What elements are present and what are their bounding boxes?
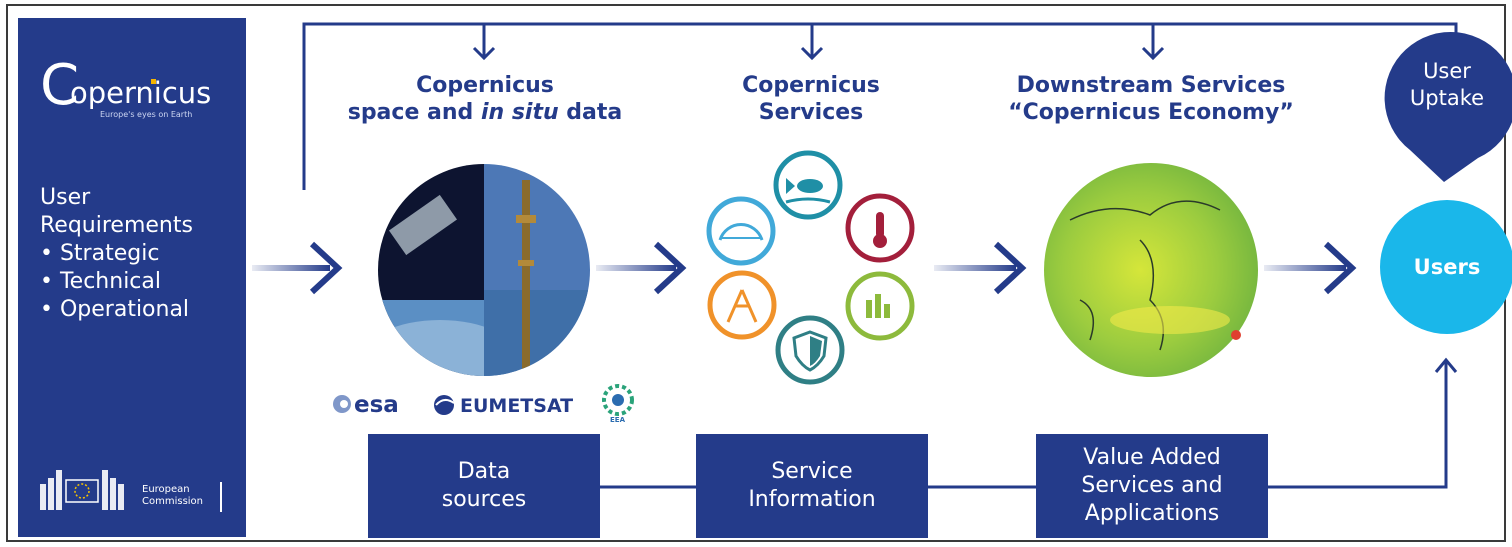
value-added-line2: Services and: [1081, 473, 1223, 498]
downstream-title-line1: Downstream Services: [1016, 73, 1286, 98]
eumetsat-label: EUMETSAT: [460, 395, 574, 417]
ec-divider: [220, 482, 222, 512]
globe-image: [1044, 163, 1258, 377]
data-title-in-situ: in situ: [480, 100, 559, 125]
service-info-line2: Information: [748, 487, 876, 512]
data-title-line1: Copernicus: [416, 73, 554, 98]
sidebar-panel: [18, 18, 246, 537]
flow-arrow-3: [934, 241, 1027, 295]
users-label: Users: [1413, 255, 1481, 279]
fish-icon: [773, 150, 843, 220]
flow-arrow-2: [596, 241, 687, 295]
requirements-title-2: Requirements: [40, 213, 193, 238]
land-icon: [845, 271, 915, 341]
service-info-line1: Service: [771, 459, 853, 484]
esa-label: esa: [354, 392, 399, 418]
space-insitu-image: [378, 164, 590, 376]
flow-arrow-4: [1264, 241, 1357, 295]
user-uptake-bubble: [1384, 32, 1512, 182]
user-uptake-line2: Uptake: [1409, 86, 1485, 110]
services-title-line2: Services: [758, 100, 864, 125]
emergency-icon: [707, 270, 777, 340]
eumetsat-mark-icon: [434, 395, 455, 415]
downstream-title-line2: “Copernicus Economy”: [1008, 100, 1294, 125]
requirement-technical: • Technical: [40, 269, 161, 294]
thermometer-icon: [845, 193, 915, 263]
feedback-arrow-1: [472, 24, 496, 61]
eea-mark-icon: [602, 384, 634, 416]
logo-word: opernicus: [70, 76, 212, 110]
data-sources-line2: sources: [441, 487, 527, 512]
esa-logo: esa: [330, 392, 399, 418]
ec-label: European Commission: [142, 484, 203, 508]
users-circle: Users: [1380, 200, 1512, 334]
eea-label: EEA: [610, 416, 625, 424]
requirement-operational: • Operational: [40, 297, 190, 322]
requirement-strategic: • Strategic: [40, 241, 160, 266]
feedback-arrow-3: [1141, 24, 1165, 61]
data-sources-line1: Data: [457, 459, 511, 484]
data-column-title: Copernicus space and in situ data: [338, 72, 632, 126]
services-title-line1: Copernicus: [742, 73, 880, 98]
downstream-column-title: Downstream Services “Copernicus Economy”: [996, 72, 1306, 126]
atmosphere-icon: [706, 196, 776, 266]
ec-label-2: Commission: [142, 496, 204, 507]
ec-building-icon: [40, 470, 124, 510]
data-title-part-a: space and: [347, 100, 481, 125]
data-title-line2: space and in situ data: [338, 99, 632, 126]
data-sources-box: Data sources: [368, 434, 600, 538]
eumetsat-logo: EUMETSAT: [432, 394, 573, 417]
requirements-title-1: User: [40, 185, 91, 210]
security-shield-icon: [775, 315, 845, 385]
copernicus-logo: C opernicus Europe's eyes on Earth: [40, 56, 230, 122]
service-information-box: Service Information: [696, 434, 928, 538]
feedback-loop-line: [302, 22, 1458, 190]
services-column-title: Copernicus Services: [720, 72, 902, 126]
flow-arrow-1: [252, 241, 343, 295]
european-commission-logo: European Commission: [40, 462, 230, 512]
feedback-arrow-2: [800, 24, 824, 61]
logo-dot: [151, 79, 156, 84]
value-added-box: Value Added Services and Applications: [1036, 434, 1268, 538]
esa-mark-icon: [333, 395, 351, 413]
logo-letter: C: [40, 53, 80, 118]
users-return-arrowhead: [1434, 357, 1458, 373]
value-added-line1: Value Added: [1083, 445, 1221, 470]
data-title-part-c: data: [558, 100, 623, 125]
user-uptake-label: User Uptake: [1382, 58, 1512, 112]
logo-tagline: Europe's eyes on Earth: [100, 110, 193, 119]
user-uptake-line1: User: [1423, 59, 1471, 83]
eea-logo: EEA: [598, 382, 638, 426]
user-requirements: User Requirements • Strategic • Technica…: [40, 184, 193, 324]
ec-label-1: European: [142, 484, 190, 495]
value-added-line3: Applications: [1084, 501, 1220, 526]
